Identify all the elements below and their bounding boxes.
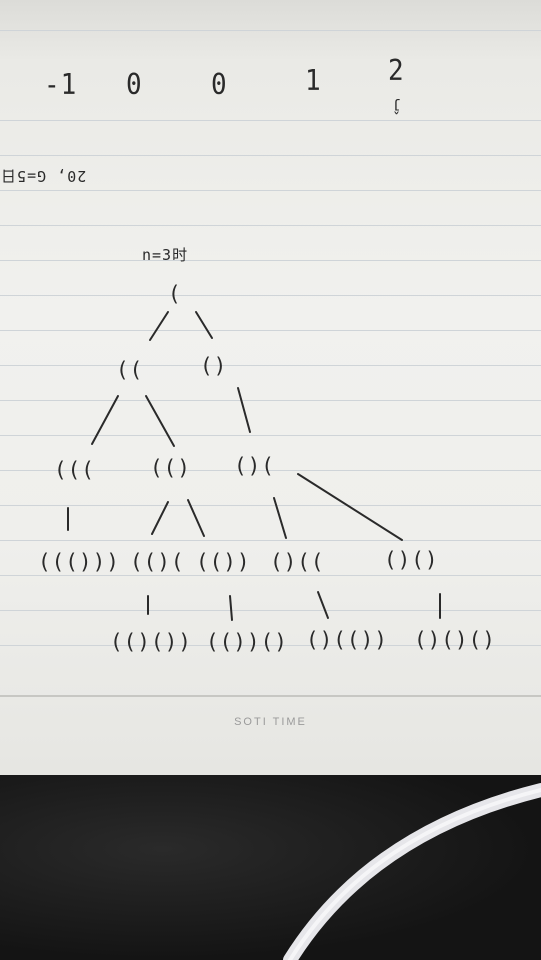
scale-value: 2 bbox=[388, 54, 405, 88]
ruled-line bbox=[0, 435, 541, 436]
notebook-page: -1 0 0 1 2 ĵ 20, G=5日 n=3时 ( (( () ((( (… bbox=[0, 0, 541, 775]
tree-node: ()( bbox=[234, 454, 275, 478]
scale-value: 1 bbox=[305, 64, 322, 98]
notebook-brand: SOTI TIME bbox=[234, 716, 307, 728]
ruled-line bbox=[0, 470, 541, 471]
tree-node: () bbox=[200, 354, 228, 378]
branch-line bbox=[317, 591, 329, 619]
scale-value: -1 bbox=[44, 68, 78, 102]
tree-node: (()) bbox=[196, 550, 251, 574]
ruled-line bbox=[0, 400, 541, 401]
tree-node-root: ( bbox=[168, 282, 182, 306]
tree-header: n=3时 bbox=[142, 246, 189, 264]
ruled-line bbox=[0, 120, 541, 121]
tree-node: ((( bbox=[54, 458, 95, 482]
ruled-line bbox=[0, 330, 541, 331]
ruled-line bbox=[0, 505, 541, 506]
ruled-line bbox=[0, 365, 541, 366]
tree-node: (( bbox=[116, 358, 144, 382]
usb-cable-highlight bbox=[288, 788, 541, 960]
branch-line bbox=[273, 497, 287, 539]
ruled-line bbox=[0, 540, 541, 541]
tree-node: ()(( bbox=[270, 550, 325, 574]
branch-line bbox=[297, 473, 403, 541]
desk-surface bbox=[0, 775, 541, 960]
ruled-line bbox=[0, 575, 541, 576]
tree-node: (())() bbox=[206, 630, 288, 654]
tree-node: (()()) bbox=[110, 630, 192, 654]
branch-line bbox=[91, 395, 119, 445]
ruled-line bbox=[0, 30, 541, 31]
tree-node: ((())) bbox=[38, 550, 120, 574]
tree-node: (() bbox=[150, 456, 191, 480]
scale-value: 0 bbox=[126, 68, 143, 102]
tree-node: ()()() bbox=[414, 628, 496, 652]
ruled-line bbox=[0, 295, 541, 296]
branch-line bbox=[145, 395, 175, 447]
branch-line bbox=[195, 311, 213, 339]
ruled-line bbox=[0, 155, 541, 156]
branch-line bbox=[149, 311, 169, 341]
branch-line bbox=[151, 501, 169, 535]
page-bottom-line bbox=[0, 695, 541, 697]
scale-value: 0 bbox=[211, 68, 228, 102]
tree-node: (()( bbox=[130, 550, 185, 574]
branch-line bbox=[237, 387, 251, 433]
ruled-line bbox=[0, 260, 541, 261]
ruled-line bbox=[0, 610, 541, 611]
tree-node: ()(()) bbox=[306, 628, 388, 652]
ruled-line bbox=[0, 225, 541, 226]
branch-line bbox=[229, 595, 233, 621]
ruled-line bbox=[0, 645, 541, 646]
usb-cable bbox=[283, 783, 541, 960]
branch-line bbox=[187, 499, 205, 537]
ruled-line bbox=[0, 190, 541, 191]
tree-node: ()() bbox=[384, 548, 439, 572]
